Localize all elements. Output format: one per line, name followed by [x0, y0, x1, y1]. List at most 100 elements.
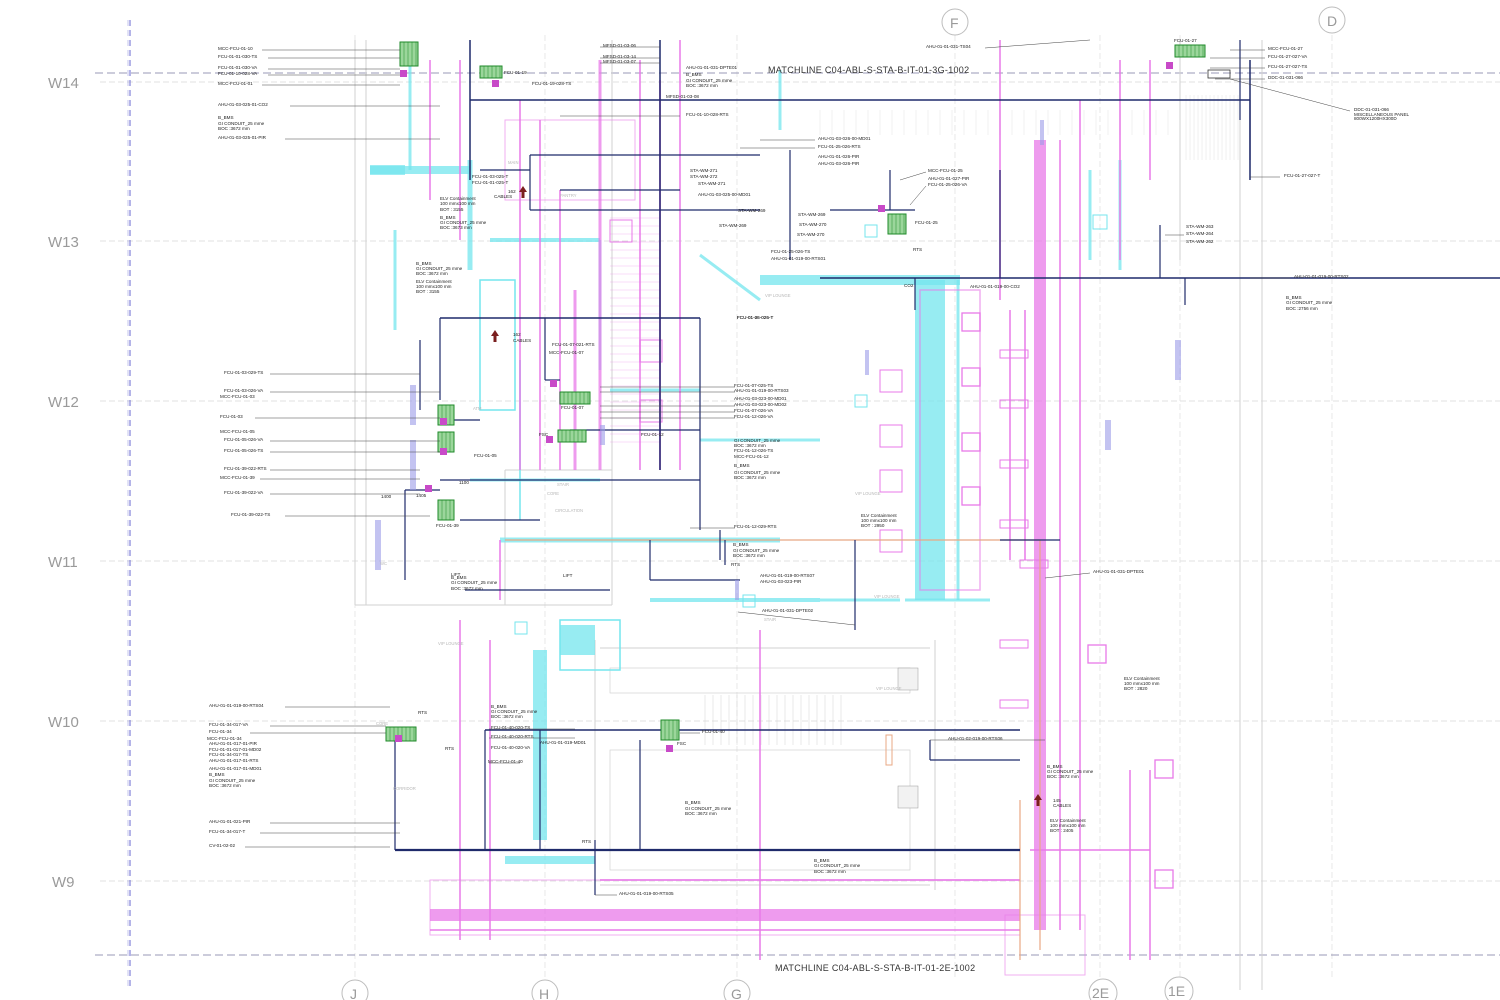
cyan-diffuser [1092, 214, 1108, 230]
tag-label-center: RTS [731, 562, 740, 567]
tag-label-left: GI CONDUIT_25 mme [209, 778, 256, 783]
tag-label-left: FCU-01-39-022-TS [231, 512, 270, 517]
magenta-unit [639, 399, 663, 423]
tag-label-left: FCU-01-03-029-TS [224, 370, 263, 375]
cable-tray [735, 580, 739, 600]
room-label: CIRCULATION [555, 508, 583, 513]
tag-label-right: MCC-FCU-01-27 [1268, 46, 1303, 51]
tag-label-left: GI CONDUIT_25 mme [416, 266, 463, 271]
tag-label-left: FCU-01-01-030-TS [218, 54, 257, 59]
cable-tray [1040, 120, 1044, 145]
tag-label-right: FCU-01-25 [915, 220, 938, 225]
room-label: ATM [473, 406, 482, 411]
grid-bubble [1088, 978, 1118, 1000]
tag-label-right: 100 mmx100 mm [1050, 823, 1086, 828]
magenta-diffuser [1087, 644, 1107, 664]
control-box [425, 485, 432, 492]
control-box [400, 70, 407, 77]
tag-label-center: MFSD-01-03-08 [666, 94, 699, 99]
tag-label-left: B_BMS [416, 261, 432, 266]
grid-bubble [341, 979, 369, 1000]
cable-arrow-stem [1036, 800, 1040, 806]
tag-label-center: GI CONDUIT_25 mme [686, 78, 733, 83]
room-label: CORRIDOR [393, 786, 416, 791]
fcu-unit [660, 719, 680, 741]
grid-row-w9: W9 [52, 874, 75, 891]
cable-tray [600, 425, 605, 445]
tag-label-center: BOC :3672 mm [491, 714, 523, 719]
tag-label-right: FCU-01-27 [1174, 38, 1197, 43]
tag-label-right: FCU-01-27-027-VA [1268, 54, 1308, 59]
tag-label-left: FCU-01-01-025-T [472, 180, 508, 185]
tag-label-center: BOC :3672 mm [451, 586, 483, 591]
magenta-grille [999, 459, 1029, 469]
tag-label-left: 100 mmx100 mm [416, 284, 452, 289]
control-box [1166, 62, 1173, 69]
grid-bubble [723, 979, 751, 1000]
tag-label-center: AHU-01-01-019-00-RTS05 [619, 891, 674, 896]
architectural-background [95, 20, 1500, 990]
magenta-diffuser [961, 312, 981, 332]
magenta-diffuser [961, 432, 981, 452]
cable-arrow-stem [493, 336, 497, 342]
tag-label-left: AHU-01-01-017-01-PIR [209, 741, 258, 746]
cyan-diffuser [864, 224, 878, 238]
magenta-grille [999, 399, 1029, 409]
tag-label-center: FCU-01-07-026-VA [734, 408, 774, 413]
tag-label-left: FCU-01-34-017-VA [209, 722, 249, 727]
tag-label-right: AHU-01-02-019-00-RTS06 [948, 736, 1003, 741]
tag-label-right: FCU-01-06-025-T [737, 315, 773, 320]
grid-col-h: H [539, 986, 549, 1000]
tag-label-right: CO2 [904, 283, 914, 288]
grid-bubble [1164, 976, 1194, 1000]
shaft [897, 667, 919, 691]
tag-label-left: MCC-FCU-01-10 [218, 46, 253, 51]
tag-label-right: 145 [1053, 798, 1061, 803]
magenta-grille [999, 349, 1029, 359]
tag-label-center: STA-WM-272 [690, 174, 718, 179]
cyan-duct-run [479, 279, 516, 411]
tag-label-center: STA-WM-269 [719, 223, 747, 228]
room-label: WC [380, 561, 387, 566]
tag-label-right: STA-WM-264 [1186, 231, 1214, 236]
tag-label-right: B_BMS [1286, 295, 1302, 300]
misc-panel [1207, 69, 1231, 79]
tag-label-left: B_BMS [440, 215, 456, 220]
tag-label-center: AHU-01-01-031-DPTE02 [762, 608, 814, 613]
tag-label-center: GI CONDUIT_25 mme [814, 863, 861, 868]
tag-label-center: AHU-01-01-019-MD01 [540, 740, 586, 745]
cyan-duct [370, 165, 405, 175]
tag-label-left: BOT : 3155 [440, 207, 464, 212]
tag-label-left: BOC :3672 mm [416, 271, 448, 276]
control-box [492, 80, 499, 87]
tag-label-right: BOT : 2405 [1050, 828, 1074, 833]
room-label: PANTRY [560, 193, 577, 198]
room-label: VIP LOUNGE [876, 686, 902, 691]
equipment-layer [385, 41, 1231, 806]
grid-bubble [941, 8, 969, 36]
tag-label-center: BOC :3672 mm [733, 553, 765, 558]
tag-label-right: FCU-01-27-027-T [1284, 173, 1320, 178]
tag-label-center: FCU-01-10-028-RTS [686, 112, 729, 117]
tag-label-center: MFSD-01-03-07 [603, 59, 636, 64]
tag-label-right: CABLES [1053, 803, 1071, 808]
tag-label-center: GI CONDUIT_25 mme [451, 580, 498, 585]
tag-label-left: MCC-FCU-01-03 [220, 394, 255, 399]
tag-label-center: STA-WM-269 [738, 208, 766, 213]
tag-label-center: FCU-01-25-026-T [737, 315, 773, 320]
fcu-unit [559, 391, 591, 405]
tag-label-right: ELV Containment [1050, 818, 1086, 823]
tag-label-left: AHU-01-03-025-01-PIR [218, 135, 267, 140]
tag-label-center: CABLES [494, 194, 512, 199]
tag-label-right: GI CONDUIT_25 mme [1047, 769, 1094, 774]
fcu-unit [887, 213, 907, 235]
tag-label-left: FCU-01-05-026-VA [224, 437, 264, 442]
tag-label-center: 100 mmx100 mm [861, 518, 897, 523]
cyan-duct [699, 253, 761, 302]
control-box [550, 380, 557, 387]
room-label: VIP LOUNGE [855, 491, 881, 496]
tag-label-center: FCU-01-39 [436, 523, 459, 528]
tag-label-center: LIFT [451, 572, 461, 577]
tag-label-center: FSC [539, 432, 549, 437]
tag-label-center: 1100 [459, 480, 469, 485]
